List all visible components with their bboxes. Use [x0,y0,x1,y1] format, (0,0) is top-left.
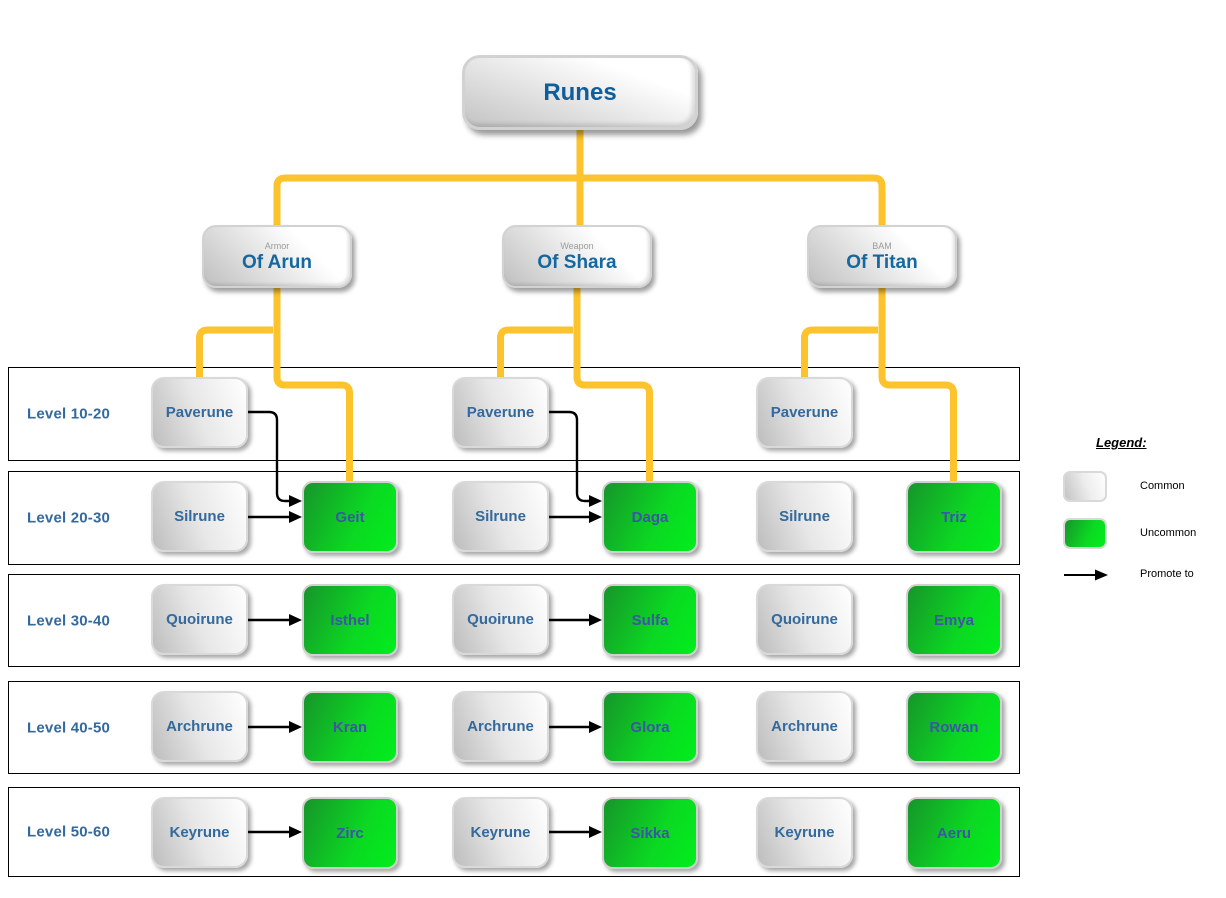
common-rune-box: Paverune [452,377,549,448]
common-rune-box: Paverune [151,377,248,448]
branch-node-of-shara: Weapon Of Shara [502,225,652,288]
rune-label: Daga [631,508,669,526]
branch-label: Of Arun [241,251,312,273]
rune-label: Sulfa [631,611,669,629]
root-node-runes: Runes [462,55,698,130]
legend-common-label: Common [1140,480,1185,492]
rune-label: Kran [332,718,368,736]
uncommon-rune-box: Emya [906,584,1002,656]
uncommon-rune-box: Aeru [906,797,1002,869]
level-label: Level 50-60 [27,823,111,841]
common-rune-box: Keyrune [452,797,549,868]
branch-type-label: Armor [264,240,290,251]
rune-label: Silrune [779,508,830,525]
rune-label: Quoirune [166,611,233,628]
rune-label: Silrune [475,508,526,525]
uncommon-rune-box: Sikka [602,797,698,869]
rune-label: Geit [335,508,365,526]
uncommon-rune-box: Triz [906,481,1002,553]
rune-label: Keyrune [774,824,835,841]
rune-label: Rowan [929,718,979,736]
branch-label: Of Shara [537,251,617,273]
uncommon-rune-box: Daga [602,481,698,553]
common-rune-box: Keyrune [756,797,853,868]
common-rune-box: Silrune [452,481,549,552]
uncommon-rune-box: Sulfa [602,584,698,656]
rune-label: Paverune [165,404,234,421]
uncommon-rune-box: Isthel [302,584,398,656]
rune-label: Paverune [466,404,535,421]
common-rune-box: Archrune [452,691,549,762]
rune-label: Quoirune [771,611,838,628]
uncommon-rune-box: Geit [302,481,398,553]
level-label: Level 20-30 [27,509,111,527]
legend-common-swatch [1063,471,1107,502]
rune-label: Zirc [336,824,364,842]
uncommon-rune-box: Zirc [302,797,398,869]
common-rune-box: Quoirune [452,584,549,655]
common-rune-box: Silrune [151,481,248,552]
rune-label: Keyrune [169,824,230,841]
rune-label: Paverune [770,404,839,421]
common-rune-box: Archrune [756,691,853,762]
root-label: Runes [543,78,617,106]
common-rune-box: Archrune [151,691,248,762]
rune-label: Archrune [166,718,233,735]
rune-label: Archrune [467,718,534,735]
rune-label: Sikka [630,824,670,842]
legend-uncommon-label: Uncommon [1140,527,1197,539]
rune-label: Glora [630,718,670,736]
rune-label: Triz [941,508,967,526]
arrowhead [1095,569,1108,581]
uncommon-rune-box: Glora [602,691,698,763]
rune-label: Quoirune [467,611,534,628]
common-rune-box: Keyrune [151,797,248,868]
uncommon-rune-box: Kran [302,691,398,763]
rune-label: Emya [933,611,975,629]
branch-node-of-titan: BAM Of Titan [807,225,957,288]
branch-type-label: Weapon [560,240,594,251]
level-label: Level 40-50 [27,719,111,736]
rune-label: Archrune [771,718,838,735]
yellow-line-branch-bar [273,174,886,226]
common-rune-box: Quoirune [151,584,248,655]
uncommon-rune-box: Rowan [906,691,1002,763]
legend-promote-label: Promote to [1140,568,1194,580]
branch-label: Of Titan [846,251,918,273]
branch-node-of-arun: Armor Of Arun [202,225,352,288]
level-label: Level 30-40 [27,612,111,629]
common-rune-box: Paverune [756,377,853,448]
rune-label: Aeru [936,824,972,842]
level-label: Level 10-20 [27,405,111,423]
rune-label: Silrune [174,508,225,525]
rune-label: Isthel [330,611,370,629]
branch-type-label: BAM [872,240,892,251]
rune-label: Keyrune [470,824,531,841]
common-rune-box: Silrune [756,481,853,552]
common-rune-box: Quoirune [756,584,853,655]
legend-uncommon-swatch [1063,518,1107,549]
legend-title: Legend: [1096,435,1147,450]
